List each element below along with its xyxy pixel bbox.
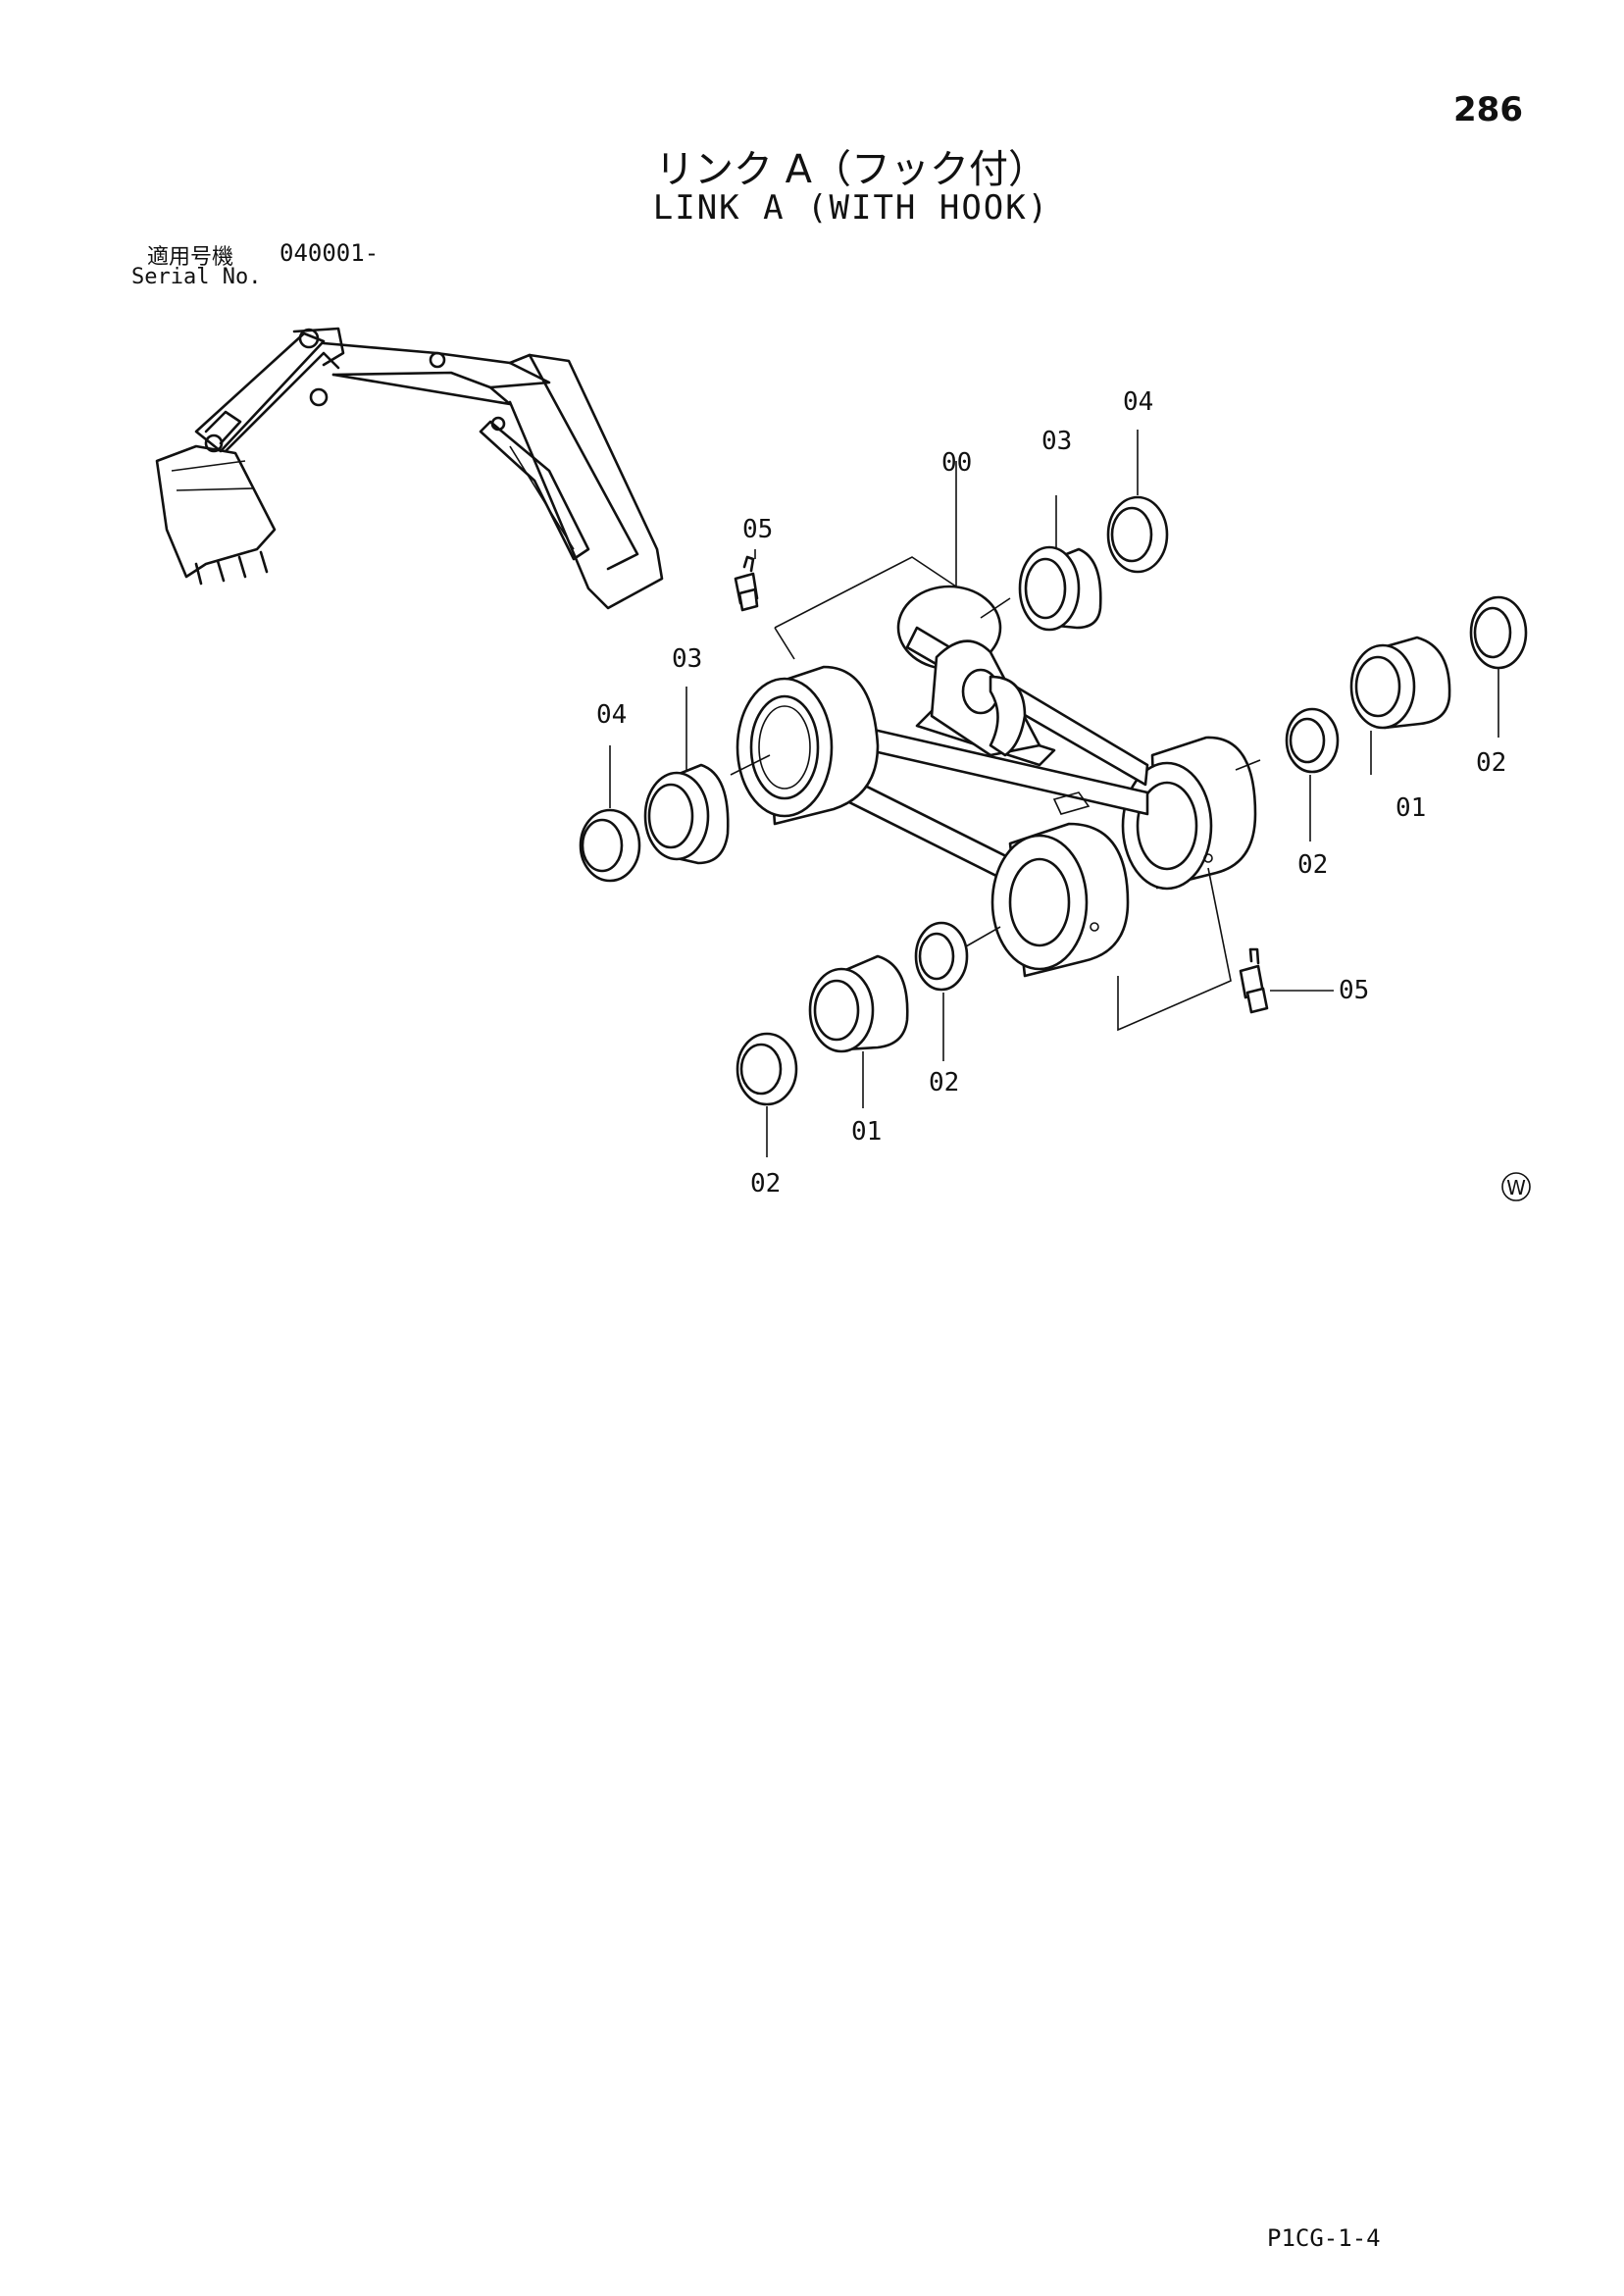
- link-body: [736, 585, 1257, 978]
- part-labels: 00 05 03 04 03 04 02 01 02 05 02 01 02: [596, 387, 1506, 1199]
- leader-00: [774, 461, 957, 660]
- label-part-02-bottom: 02: [750, 1169, 781, 1199]
- excavator-arm-illustration: [155, 327, 664, 610]
- label-part-02-front: 02: [929, 1068, 959, 1097]
- label-part-03-top: 03: [1041, 427, 1072, 456]
- serial-label-japanese: 適用号機: [147, 245, 234, 270]
- serial-number-value: 040001-: [279, 239, 380, 267]
- label-part-02-right: 02: [1297, 850, 1328, 880]
- page-number: 286: [1453, 90, 1523, 129]
- corner-mark-letter: W: [1506, 1176, 1526, 1199]
- leader-lines: [609, 430, 1499, 1157]
- bushings: [579, 495, 1528, 1106]
- label-part-04-top: 04: [1123, 387, 1153, 417]
- label-part-01-right: 01: [1396, 793, 1426, 823]
- footer-code: P1CG-1-4: [1267, 2224, 1381, 2252]
- label-part-04-left: 04: [596, 700, 627, 730]
- page-title-japanese: リンク A（フック付）: [654, 147, 1048, 192]
- label-part-00: 00: [941, 448, 972, 478]
- label-part-03-left: 03: [672, 644, 702, 674]
- page-title-english: LINK A (WITH HOOK): [652, 188, 1050, 228]
- label-part-01-front: 01: [851, 1117, 882, 1147]
- label-part-02-far-right: 02: [1476, 748, 1506, 778]
- label-part-05-bottom: 05: [1339, 976, 1369, 1005]
- corner-mark: W: [1501, 1172, 1531, 1201]
- label-part-05-top: 05: [742, 515, 773, 544]
- grease-fittings: [734, 555, 1269, 1014]
- serial-label-english: Serial No.: [131, 265, 262, 289]
- leader-05b-bracket: [1117, 867, 1232, 1032]
